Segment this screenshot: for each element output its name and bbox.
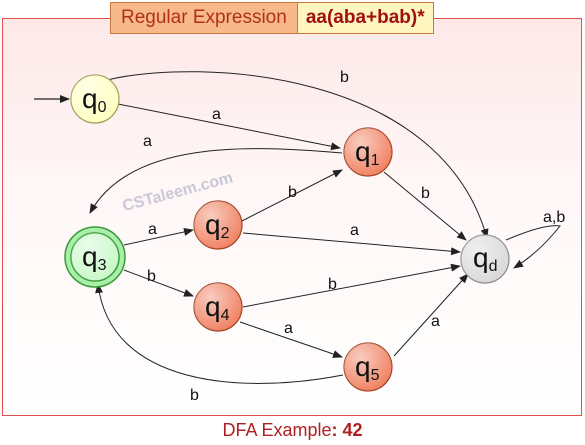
header-regex: aa(aba+bab)* <box>297 3 433 33</box>
state-q1-sub: 1 <box>371 152 380 169</box>
edge-label-q5-q3: b <box>190 387 199 404</box>
edge-label-qd-qd: a,b <box>543 209 565 226</box>
svg-text:q4: q4 <box>205 291 230 324</box>
regex-header: Regular Expression aa(aba+bab)* <box>110 2 434 34</box>
edge-q3-q4 <box>123 269 194 297</box>
edge-q2-qd <box>242 232 461 256</box>
state-q0-sub: 0 <box>98 99 107 116</box>
state-q0-label: q <box>82 83 98 114</box>
state-q2-label: q <box>205 209 221 240</box>
edge-q2-q1 <box>239 169 343 223</box>
svg-text:q1: q1 <box>355 136 380 169</box>
edge-label-q5-qd: a <box>431 313 440 330</box>
svg-text:qd: qd <box>473 242 497 275</box>
state-q2-sub: 2 <box>221 225 230 242</box>
edges: a b a b a b b a a b b a a,b <box>89 69 565 404</box>
edge-q3-q2 <box>123 228 194 246</box>
header-label: Regular Expression <box>111 3 298 33</box>
state-q5: q5 <box>343 342 393 392</box>
svg-text:q5: q5 <box>355 351 380 384</box>
state-q3-sub: 3 <box>98 257 107 274</box>
state-q4-sub: 4 <box>221 307 230 324</box>
state-q0: q0 <box>70 74 120 124</box>
state-q3-label: q <box>82 241 98 272</box>
state-q5-label: q <box>355 351 371 382</box>
edge-label-q0-q1: a <box>212 106 221 123</box>
edge-q0-qd <box>106 71 489 239</box>
edge-label-q4-qd: b <box>328 276 337 293</box>
edge-label-q3-q4: b <box>147 268 156 285</box>
edge-q4-qd <box>242 263 461 308</box>
state-q2: q2 <box>193 200 243 250</box>
edge-label-q2-q1: b <box>288 184 297 201</box>
state-q5-sub: 5 <box>371 367 380 384</box>
edge-q0-q1 <box>117 103 341 151</box>
edge-q1-q3 <box>89 148 343 214</box>
edge-q1-qd <box>383 171 467 241</box>
state-qd-sub: d <box>489 258 498 275</box>
caption-prefix: DFA Example <box>222 420 332 440</box>
edge-label-q1-q3: a <box>143 133 152 150</box>
edge-q4-q5 <box>239 321 343 358</box>
caption: DFA Example: 42 <box>0 420 585 441</box>
state-qd-label: q <box>473 242 489 273</box>
state-q3: q3 <box>64 226 126 288</box>
edge-q5-q3 <box>95 283 344 384</box>
caption-separator: : <box>331 420 343 440</box>
state-q1-label: q <box>355 136 371 167</box>
edge-label-q1-qd: b <box>421 185 430 202</box>
edge-q5-qd <box>393 273 469 357</box>
edge-label-q2-qd: a <box>350 222 359 239</box>
svg-text:q3: q3 <box>82 241 107 274</box>
state-q4-label: q <box>205 291 221 322</box>
state-q4: q4 <box>193 282 243 332</box>
caption-number: 42 <box>342 420 363 440</box>
state-qd: qd <box>460 234 510 284</box>
svg-text:q2: q2 <box>205 209 230 242</box>
edge-qd-qd <box>505 225 561 269</box>
svg-text:q0: q0 <box>82 83 107 116</box>
edge-label-q0-qd: b <box>340 69 349 86</box>
edge-label-q3-q2: a <box>148 221 157 238</box>
edge-label-q4-q5: a <box>284 320 293 337</box>
state-q1: q1 <box>343 127 393 177</box>
